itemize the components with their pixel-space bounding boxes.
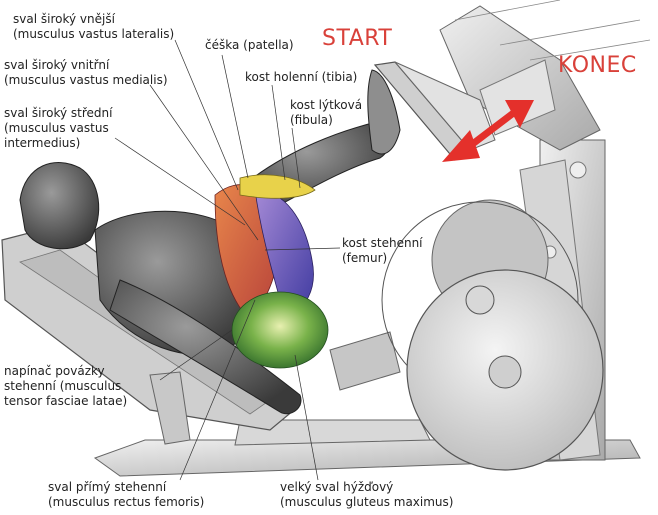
label-patella: čéška (patella) — [205, 38, 294, 53]
label-fibula: kost lýtková (fibula) — [290, 98, 362, 128]
label-vastus-medialis: sval široký vnitřní (musculus vastus med… — [4, 58, 168, 88]
label-femur: kost stehenní (femur) — [342, 236, 423, 266]
label-gluteus-maximus: velký sval hýžďový (musculus gluteus max… — [280, 480, 453, 510]
label-rectus-femoris: sval přímý stehenní (musculus rectus fem… — [48, 480, 204, 510]
end-heading: KONEC — [558, 53, 637, 78]
label-vastus-lateralis: sval široký vnější (musculus vastus late… — [13, 12, 174, 42]
label-vastus-intermedius: sval široký střední (musculus vastus int… — [4, 106, 112, 151]
label-tensor-fasciae-latae: napínač povázky stehenní (musculus tenso… — [4, 364, 127, 409]
label-tibia: kost holenní (tibia) — [245, 70, 357, 85]
start-heading: START — [322, 26, 392, 51]
